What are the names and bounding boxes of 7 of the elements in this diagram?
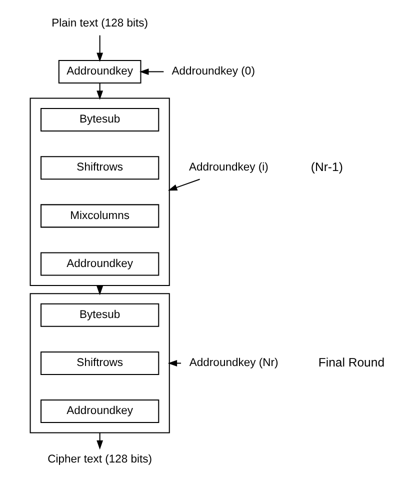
- node-text: Plain text (128 bits): [51, 17, 148, 30]
- node-text: Addroundkey (Nr): [188, 357, 278, 370]
- label: (Nr-1): [310, 160, 342, 174]
- node-text: Addroundkey (i): [188, 162, 268, 174]
- label: Final Round: [318, 355, 384, 370]
- node-text: Cipher text (128 bits): [47, 453, 152, 466]
- node-text: Addroundkey (0): [171, 66, 254, 78]
